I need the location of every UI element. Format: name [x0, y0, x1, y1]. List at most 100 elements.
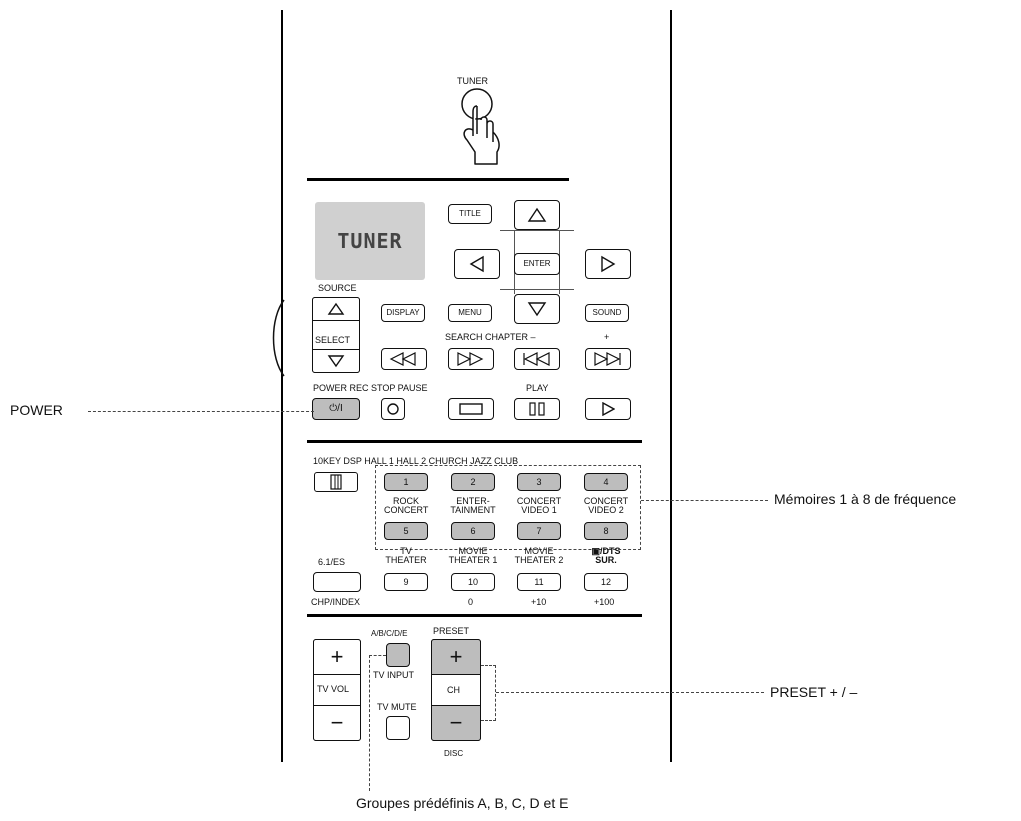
down-arrow-icon: [327, 355, 345, 368]
right-arrow-icon: [601, 255, 616, 273]
number-button-11[interactable]: 11: [517, 573, 561, 591]
preset-plus-button[interactable]: +: [431, 639, 481, 675]
divider-middle: [307, 440, 642, 443]
tv-vol-plus-button[interactable]: +: [313, 639, 361, 675]
number-button-3[interactable]: 3: [517, 473, 561, 491]
preset-bracket-bottom: [481, 720, 496, 721]
memories-callout-line: [641, 500, 768, 501]
up-arrow-icon: [527, 207, 547, 222]
preset-callout: PRESET + / –: [770, 684, 858, 700]
next-chapter-icon: [594, 352, 621, 366]
down-arrow-icon: [527, 302, 547, 317]
preset-minus-button[interactable]: −: [431, 705, 481, 741]
tuner-label: TUNER: [457, 76, 488, 86]
memories-highlight-box: [375, 465, 641, 550]
key-dsp-header-label: 10KEY DSP HALL 1 HALL 2 CHURCH JAZZ CLUB: [313, 456, 519, 466]
source-up-button[interactable]: [312, 297, 360, 321]
source-label: SOURCE: [318, 283, 357, 293]
play-button[interactable]: [585, 398, 631, 420]
number-button-1[interactable]: 1: [384, 473, 428, 491]
stop-icon: [459, 403, 483, 415]
number-button-8[interactable]: 8: [584, 522, 628, 540]
divider-top: [307, 178, 569, 181]
number-button-5[interactable]: 5: [384, 522, 428, 540]
number-button-6[interactable]: 6: [451, 522, 495, 540]
tv-mute-button[interactable]: [386, 716, 410, 740]
rewind-icon: [389, 352, 416, 366]
tv-vol-label: TV VOL: [317, 684, 350, 694]
preset-bracket-top: [481, 665, 496, 666]
up-arrow-button[interactable]: [514, 200, 560, 230]
disc-label: DISC: [444, 749, 464, 758]
six-es-button[interactable]: [313, 572, 361, 592]
search-plus-label: +: [604, 332, 610, 342]
number-button-12[interactable]: 12: [584, 573, 628, 591]
memories-callout: Mémoires 1 à 8 de fréquence: [774, 491, 957, 507]
zero-label: 0: [468, 597, 474, 607]
movie-theater1-label: MOVIE THEATER 1: [448, 546, 498, 566]
concert-video2-label: CONCERT VIDEO 2: [583, 496, 629, 516]
number-button-7[interactable]: 7: [517, 522, 561, 540]
next-chapter-button[interactable]: [585, 348, 631, 370]
divider-bottom: [307, 614, 642, 617]
display-text: TUNER: [337, 229, 403, 253]
down-arrow-button[interactable]: [514, 294, 560, 324]
fast-forward-button[interactable]: [448, 348, 494, 370]
tv-vol-minus-button[interactable]: −: [313, 705, 361, 741]
plus10-label: +10: [531, 597, 547, 607]
rewind-button[interactable]: [381, 348, 427, 370]
stop-button[interactable]: [448, 398, 494, 420]
fast-forward-icon: [457, 352, 484, 366]
tv-input-label: TV INPUT: [373, 670, 415, 680]
menu-button[interactable]: MENU: [448, 304, 492, 322]
power-rec-stop-pause-label: POWER REC STOP PAUSE: [313, 383, 428, 393]
plus100-label: +100: [594, 597, 615, 607]
play-label: PLAY: [526, 383, 549, 393]
chp-index-label: CHP/INDEX: [311, 597, 361, 607]
groups-callout-line-v: [369, 655, 370, 791]
title-button[interactable]: TITLE: [448, 204, 492, 224]
movie-theater2-label: MOVIE THEATER 2: [514, 546, 564, 566]
groups-callout: Groupes prédéfinis A, B, C, D et E: [356, 795, 569, 811]
slide-switch-icon: [330, 474, 342, 490]
concert-video1-label: CONCERT VIDEO 1: [516, 496, 562, 516]
up-arrow-icon: [327, 302, 345, 315]
power-button[interactable]: ⏻/I: [312, 398, 360, 420]
pause-button[interactable]: [514, 398, 560, 420]
right-arrow-button[interactable]: [585, 249, 631, 279]
groups-callout-line-h: [369, 655, 386, 656]
ch-label: CH: [447, 685, 460, 695]
source-down-button[interactable]: [312, 349, 360, 373]
preset-bracket-vertical: [495, 665, 496, 721]
number-button-2[interactable]: 2: [451, 473, 495, 491]
rec-button[interactable]: [381, 398, 405, 420]
sound-button[interactable]: SOUND: [585, 304, 629, 322]
pause-icon: [529, 402, 545, 416]
preset-group-button[interactable]: [386, 643, 410, 667]
six-es-label: 6.1/ES: [318, 557, 346, 567]
nav-cross-frame-h: [500, 230, 574, 290]
left-arrow-icon: [469, 255, 484, 273]
finger-press-icon: [461, 88, 500, 165]
left-arrow-button[interactable]: [454, 249, 500, 279]
number-button-9[interactable]: 9: [384, 573, 428, 591]
enter-button[interactable]: ENTER: [514, 253, 560, 275]
search-chapter-label: SEARCH CHAPTER –: [445, 332, 536, 342]
entertainment-label: ENTER- TAINMENT: [450, 496, 496, 516]
tv-theater-label: TV THEATER: [385, 546, 427, 566]
key-dsp-slide-switch[interactable]: [314, 472, 358, 492]
tv-mute-label: TV MUTE: [377, 702, 417, 712]
previous-chapter-icon: [523, 352, 550, 366]
tuner-display: TUNER: [315, 202, 425, 280]
remote-right-edge: [670, 10, 672, 762]
dts-sur-label: ▣/DTS SUR.: [591, 546, 621, 566]
preset-callout-line: [496, 692, 764, 693]
display-button[interactable]: DISPLAY: [381, 304, 425, 322]
side-bulge: [272, 299, 285, 377]
number-button-10[interactable]: 10: [451, 573, 495, 591]
previous-chapter-button[interactable]: [514, 348, 560, 370]
number-button-4[interactable]: 4: [584, 473, 628, 491]
play-icon: [602, 402, 615, 416]
select-label: SELECT: [315, 335, 351, 345]
record-icon: [387, 403, 399, 415]
